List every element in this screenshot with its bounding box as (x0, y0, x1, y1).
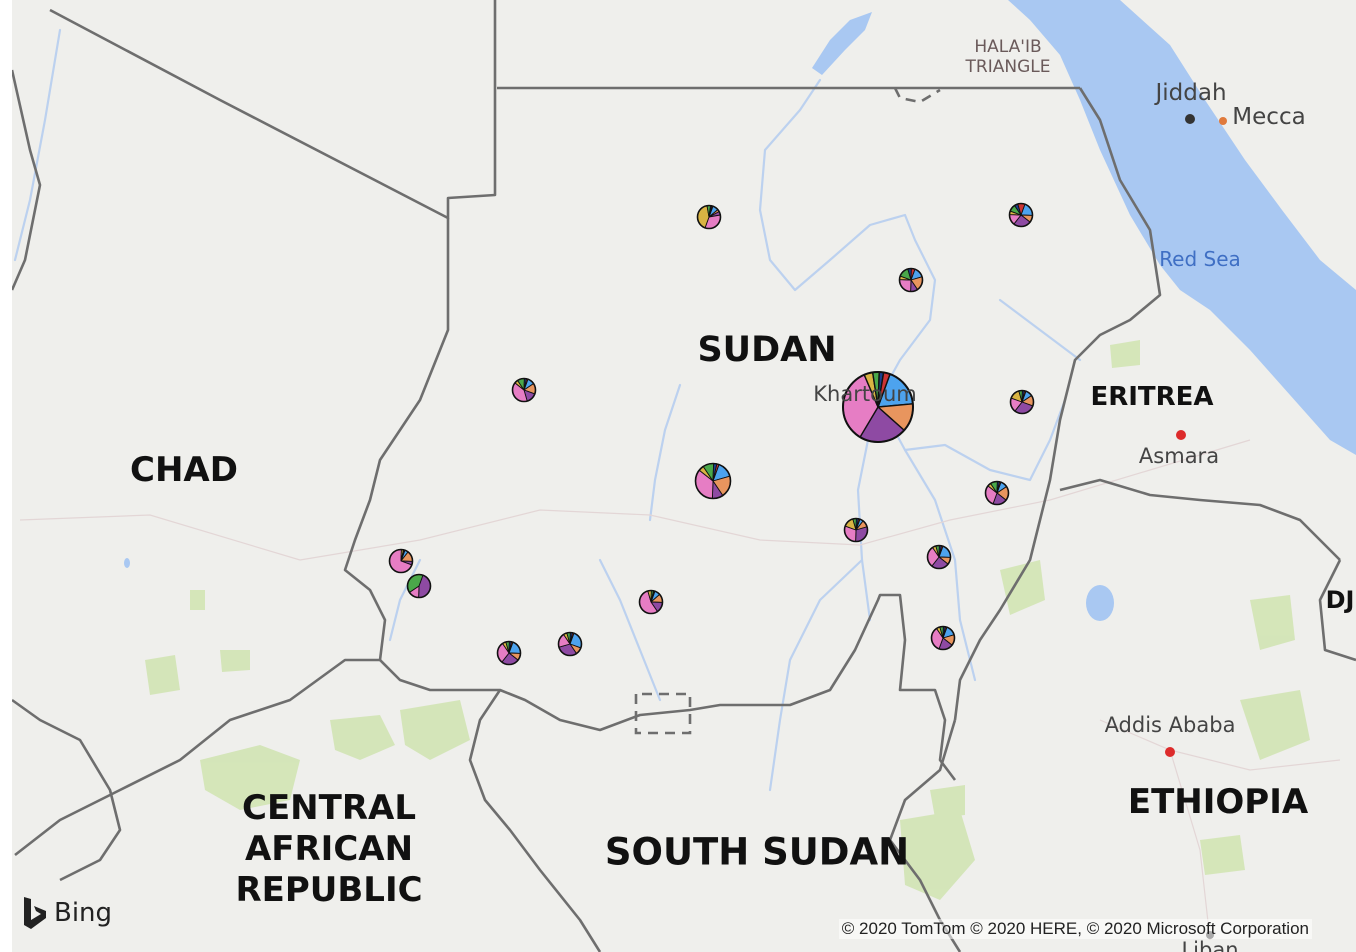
pie-marker-khartoum[interactable] (842, 371, 914, 443)
pie-marker-east-3[interactable] (926, 544, 952, 570)
lake-tana (1086, 585, 1114, 621)
pie-marker-south-east-1[interactable] (930, 625, 956, 651)
pie-outline (898, 267, 924, 293)
pie-outline (694, 462, 732, 500)
pie-marker-east-1[interactable] (1009, 389, 1035, 415)
pie-outline (638, 589, 664, 615)
map-copyright: © 2020 TomTom © 2020 HERE, © 2020 Micros… (838, 919, 1312, 939)
pie-marker-south-2[interactable] (496, 640, 522, 666)
bing-logo-text: Bing (54, 898, 113, 928)
pie-marker-west-1[interactable] (511, 377, 537, 403)
pie-marker-north-east-1[interactable] (1008, 202, 1034, 228)
pie-markers-layer (388, 202, 1035, 666)
pie-outline (1008, 202, 1034, 228)
pie-outline (696, 204, 722, 230)
park-areas (145, 340, 1310, 900)
pie-outline (984, 480, 1010, 506)
pie-outline (926, 544, 952, 570)
roads (19, 439, 1341, 941)
lake-nasser (812, 12, 872, 75)
pie-marker-north-1[interactable] (696, 204, 722, 230)
pie-outline (388, 548, 414, 574)
disputed-borders (634, 87, 941, 735)
bing-b-icon (24, 897, 46, 929)
pie-marker-east-2[interactable] (984, 480, 1010, 506)
asmara-dot (1176, 430, 1186, 440)
jiddah-dot (1185, 114, 1195, 124)
addis-ababa-dot (1165, 747, 1175, 757)
pie-marker-west-3[interactable] (406, 573, 432, 599)
pie-outline (557, 631, 583, 657)
pie-outline (406, 573, 432, 599)
left-edge-strip (0, 0, 12, 952)
pie-marker-west-2[interactable] (388, 548, 414, 574)
bing-logo[interactable]: Bing (22, 896, 112, 930)
pie-marker-central-2[interactable] (843, 517, 869, 543)
pie-marker-north-2[interactable] (898, 267, 924, 293)
pie-outline (842, 371, 914, 443)
pie-marker-central-1[interactable] (694, 462, 732, 500)
pie-marker-south-3[interactable] (557, 631, 583, 657)
lake-small (124, 558, 130, 568)
pie-outline (511, 377, 537, 403)
pie-outline (930, 625, 956, 651)
pie-marker-south-1[interactable] (638, 589, 664, 615)
pie-outline (843, 517, 869, 543)
pie-outline (1009, 389, 1035, 415)
mecca-dot (1219, 117, 1227, 125)
pie-outline (496, 640, 522, 666)
